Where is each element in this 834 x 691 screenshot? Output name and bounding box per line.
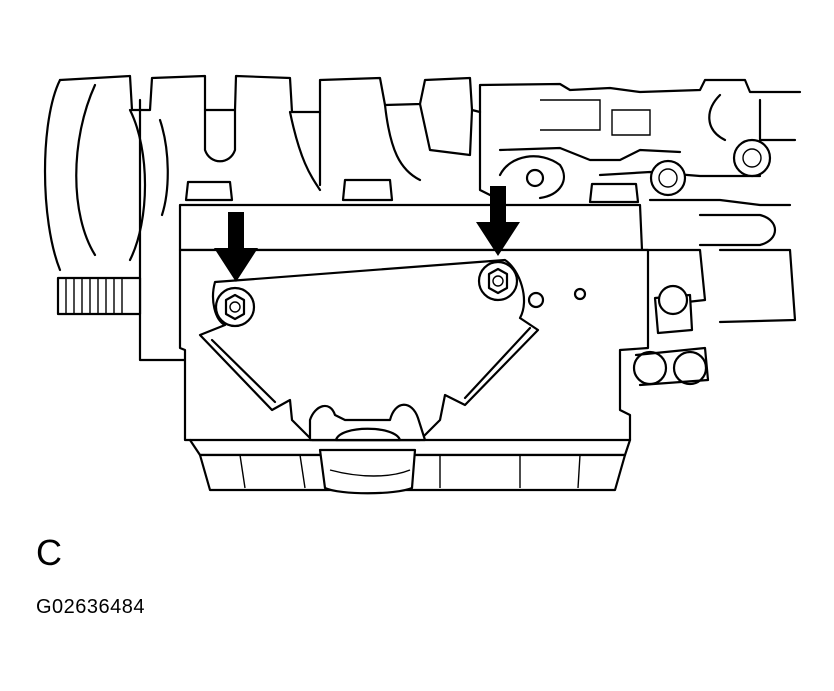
down-arrow-icon — [476, 186, 520, 256]
right-side-fittings — [632, 284, 710, 387]
switch-bracket-plate — [198, 258, 587, 442]
bolt-icon — [477, 260, 519, 302]
down-arrow-icon — [214, 212, 258, 282]
figure-code-label: G02636484 — [36, 596, 146, 618]
view-letter-label: C — [36, 532, 62, 573]
threaded-stud — [56, 276, 142, 316]
bolt-icon — [214, 286, 256, 328]
